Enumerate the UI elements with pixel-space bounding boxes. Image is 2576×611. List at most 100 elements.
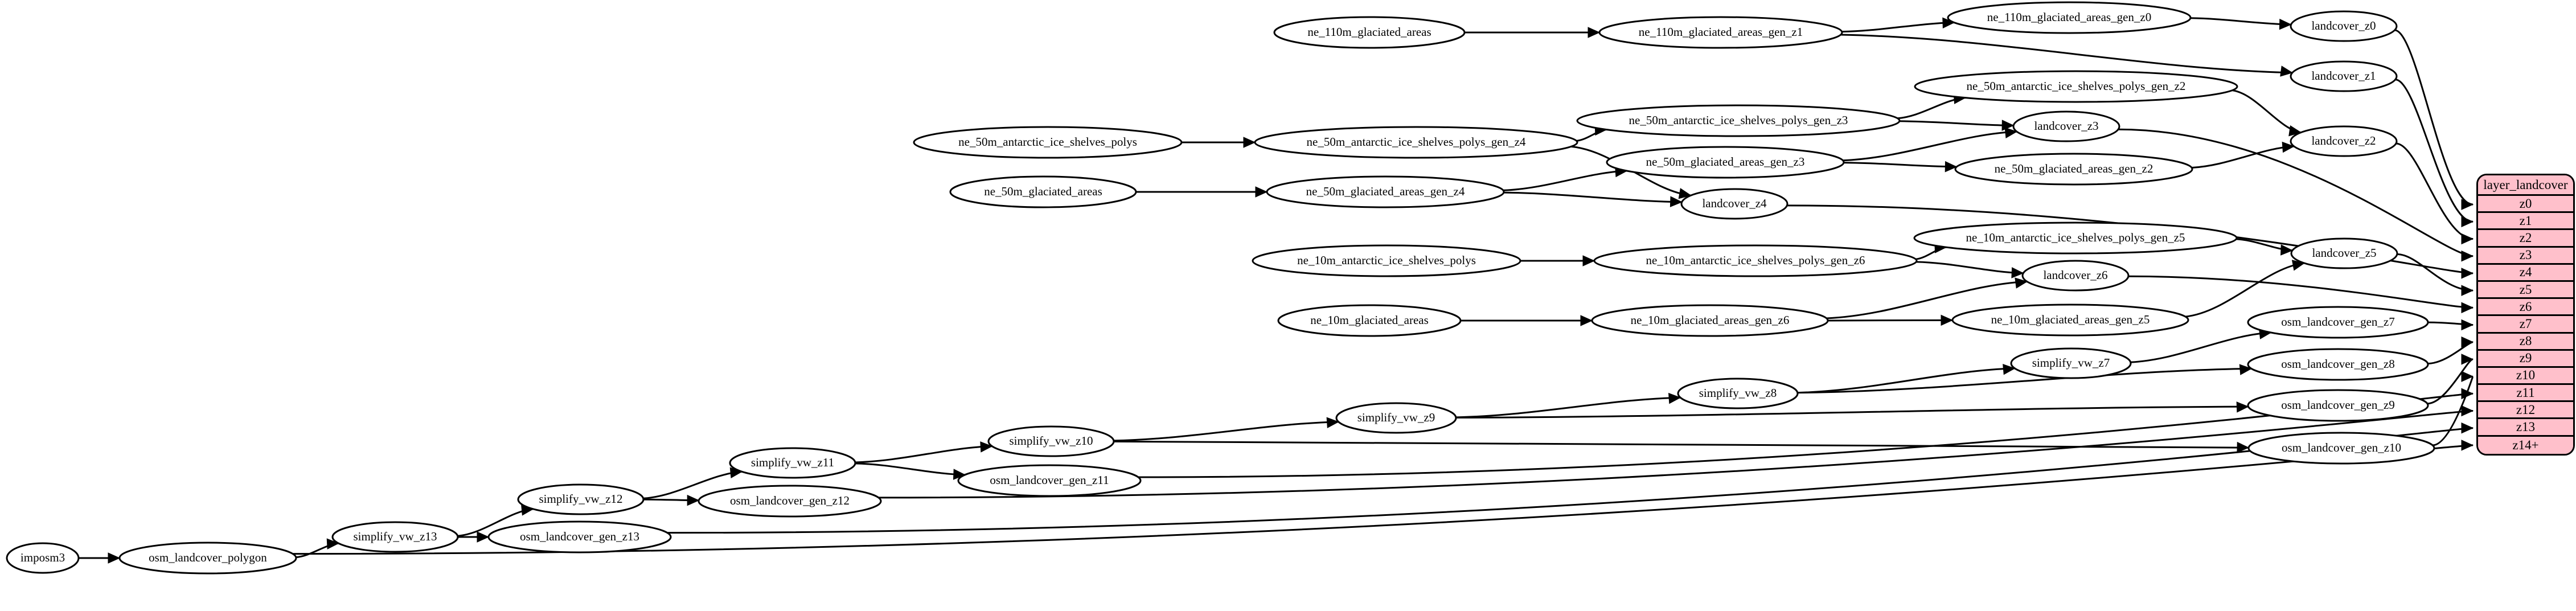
edge-arrowhead [2004, 127, 2018, 138]
record-row-z7[interactable]: z7 [2478, 316, 2573, 334]
node-landcover_z5[interactable]: landcover_z5 [2290, 237, 2398, 269]
edge-arrowhead [2461, 199, 2474, 210]
edge-ne_10m_glaciated_areas_gen_z6-to-ne_10m_glaciated_areas_gen_z5 [1827, 319, 1953, 322]
node-osm_landcover_gen_z7[interactable]: osm_landcover_gen_z7 [2247, 306, 2429, 339]
node-ne_50m_antarctic_ice_shelves_polys[interactable]: ne_50m_antarctic_ice_shelves_polys [913, 126, 1183, 159]
edge-ne_10m_glaciated_areas_gen_z5-to-landcover_z5 [2185, 262, 2305, 318]
node-shape-osm_landcover_gen_z9 [2247, 389, 2429, 422]
edge-ne_50m_glaciated_areas_gen_z2-to-landcover_z2 [2192, 145, 2294, 169]
node-osm_landcover_gen_z13[interactable]: osm_landcover_gen_z13 [487, 520, 672, 553]
record-row-z11[interactable]: z11 [2478, 385, 2573, 403]
edge-arrowhead [2236, 401, 2249, 413]
node-ne_110m_glaciated_areas_gen_z1[interactable]: ne_110m_glaciated_areas_gen_z1 [1598, 16, 1843, 49]
record-row-z10[interactable]: z10 [2478, 367, 2573, 386]
edge-arrowhead [2461, 285, 2474, 296]
record-row-z8[interactable]: z8 [2478, 333, 2573, 351]
node-label-ne_50m_glaciated_areas_gen_z4: ne_50m_glaciated_areas_gen_z4 [1306, 184, 1465, 198]
node-label-landcover_z0: landcover_z0 [2311, 19, 2376, 32]
edge-arrowhead [2461, 371, 2474, 382]
node-ne_50m_antarctic_ice_shelves_polys_gen_z3[interactable]: ne_50m_antarctic_ice_shelves_polys_gen_z… [1576, 104, 1901, 137]
node-simplify_vw_z11[interactable]: simplify_vw_z11 [729, 447, 856, 479]
node-osm_landcover_polygon[interactable]: osm_landcover_polygon [118, 542, 297, 575]
edge-arrowhead [326, 538, 339, 550]
node-landcover_z1[interactable]: landcover_z1 [2290, 60, 2398, 92]
node-shape-ne_10m_glaciated_areas_gen_z6 [1591, 304, 1829, 337]
node-simplify_vw_z9[interactable]: simplify_vw_z9 [1335, 402, 1457, 434]
node-simplify_vw_z7[interactable]: simplify_vw_z7 [2010, 347, 2132, 379]
edge-ne_50m_glaciated_areas_gen_z3-to-ne_50m_glaciated_areas_gen_z2 [1843, 162, 1957, 168]
node-label-osm_landcover_gen_z13: osm_landcover_gen_z13 [520, 530, 639, 543]
node-label-ne_50m_glaciated_areas: ne_50m_glaciated_areas [984, 184, 1102, 198]
node-shape-simplify_vw_z8 [1677, 378, 1799, 409]
node-landcover_z2[interactable]: landcover_z2 [2290, 125, 2398, 157]
node-simplify_vw_z13[interactable]: simplify_vw_z13 [331, 521, 459, 553]
node-ne_50m_glaciated_areas_gen_z3[interactable]: ne_50m_glaciated_areas_gen_z3 [1606, 146, 1845, 179]
node-landcover_z3[interactable]: landcover_z3 [2012, 110, 2120, 142]
node-shape-osm_landcover_gen_z8 [2247, 348, 2429, 381]
node-ne_50m_glaciated_areas_gen_z4[interactable]: ne_50m_glaciated_areas_gen_z4 [1266, 175, 1505, 208]
record-row-z13[interactable]: z13 [2478, 419, 2573, 437]
node-label-osm_landcover_gen_z11: osm_landcover_gen_z11 [990, 473, 1109, 487]
node-ne_10m_glaciated_areas_gen_z6[interactable]: ne_10m_glaciated_areas_gen_z6 [1591, 304, 1829, 337]
node-osm_landcover_gen_z11[interactable]: osm_landcover_gen_z11 [957, 464, 1142, 497]
node-ne_10m_antarctic_ice_shelves_polys[interactable]: ne_10m_antarctic_ice_shelves_polys [1252, 244, 1521, 277]
node-label-ne_10m_glaciated_areas: ne_10m_glaciated_areas [1310, 313, 1429, 327]
node-ne_110m_glaciated_areas_gen_z0[interactable]: ne_110m_glaciated_areas_gen_z0 [1947, 1, 2192, 34]
node-osm_landcover_gen_z9[interactable]: osm_landcover_gen_z9 [2247, 389, 2429, 422]
record-row-z14+[interactable]: z14+ [2478, 436, 2573, 454]
node-label-ne_10m_glaciated_areas_gen_z6: ne_10m_glaciated_areas_gen_z6 [1631, 313, 1790, 327]
node-osm_landcover_gen_z12[interactable]: osm_landcover_gen_z12 [698, 485, 882, 518]
edge-arrowhead [2282, 141, 2295, 153]
node-shape-ne_110m_glaciated_areas [1273, 16, 1466, 49]
edge-arrowhead [2280, 244, 2294, 256]
node-ne_50m_glaciated_areas[interactable]: ne_50m_glaciated_areas [949, 175, 1137, 208]
record-row-z6[interactable]: z6 [2478, 299, 2573, 317]
node-landcover_z6[interactable]: landcover_z6 [2021, 260, 2130, 292]
node-simplify_vw_z12[interactable]: simplify_vw_z12 [517, 483, 645, 515]
edge-arrowhead [1945, 161, 1958, 173]
node-landcover_z4[interactable]: landcover_z4 [1680, 188, 1789, 220]
node-landcover_z0[interactable]: landcover_z0 [2290, 10, 2398, 42]
node-shape-ne_10m_antarctic_ice_shelves_polys_gen_z5 [1913, 222, 2238, 255]
node-label-osm_landcover_gen_z10: osm_landcover_gen_z10 [2282, 441, 2401, 454]
record-row-z3[interactable]: z3 [2478, 247, 2573, 265]
record-row-z1[interactable]: z1 [2478, 213, 2573, 231]
node-ne_50m_antarctic_ice_shelves_polys_gen_z4[interactable]: ne_50m_antarctic_ice_shelves_polys_gen_z… [1254, 126, 1578, 159]
node-shape-osm_landcover_polygon [118, 542, 297, 575]
record-row-z12[interactable]: z12 [2478, 402, 2573, 420]
node-imposm3[interactable]: imposm3 [6, 542, 80, 574]
record-row-z4[interactable]: z4 [2478, 264, 2573, 282]
node-ne_50m_glaciated_areas_gen_z2[interactable]: ne_50m_glaciated_areas_gen_z2 [1954, 153, 2193, 186]
node-label-ne_10m_glaciated_areas_gen_z5: ne_10m_glaciated_areas_gen_z5 [1991, 313, 2150, 326]
record-row-z2[interactable]: z2 [2478, 230, 2573, 248]
node-ne_110m_glaciated_areas[interactable]: ne_110m_glaciated_areas [1273, 16, 1466, 49]
record-title: layer_landcover [2478, 175, 2573, 196]
node-shape-ne_50m_antarctic_ice_shelves_polys_gen_z3 [1576, 104, 1901, 137]
node-simplify_vw_z8[interactable]: simplify_vw_z8 [1677, 378, 1799, 409]
record-row-z0[interactable]: z0 [2478, 196, 2573, 214]
edge-ne_10m_glaciated_areas_gen_z6-to-landcover_z6 [1826, 280, 2027, 319]
node-shape-ne_50m_antarctic_ice_shelves_polys_gen_z2 [1914, 70, 2238, 103]
node-osm_landcover_gen_z10[interactable]: osm_landcover_gen_z10 [2247, 432, 2435, 465]
node-ne_10m_antarctic_ice_shelves_polys_gen_z6[interactable]: ne_10m_antarctic_ice_shelves_polys_gen_z… [1593, 244, 1918, 277]
node-ne_10m_glaciated_areas_gen_z5[interactable]: ne_10m_glaciated_areas_gen_z5 [1951, 304, 2189, 337]
edge-ne_10m_antarctic_ice_shelves_polys_gen_z6-to-landcover_z6 [1916, 261, 2024, 274]
edge-arrowhead [1941, 314, 1954, 326]
node-shape-landcover_z3 [2012, 110, 2120, 142]
record-row-z9[interactable]: z9 [2478, 350, 2573, 368]
node-osm_landcover_gen_z8[interactable]: osm_landcover_gen_z8 [2247, 348, 2429, 381]
edge-ne_50m_glaciated_areas_gen_z3-to-landcover_z3 [1843, 130, 2017, 162]
node-shape-ne_50m_antarctic_ice_shelves_polys [913, 126, 1183, 159]
node-ne_10m_glaciated_areas[interactable]: ne_10m_glaciated_areas [1277, 304, 1462, 337]
node-ne_10m_antarctic_ice_shelves_polys_gen_z5[interactable]: ne_10m_antarctic_ice_shelves_polys_gen_z… [1913, 222, 2238, 255]
node-ne_50m_antarctic_ice_shelves_polys_gen_z2[interactable]: ne_50m_antarctic_ice_shelves_polys_gen_z… [1914, 70, 2238, 103]
node-shape-landcover_z5 [2290, 237, 2398, 269]
node-simplify_vw_z10[interactable]: simplify_vw_z10 [987, 425, 1115, 457]
edge-arrowhead [2280, 65, 2294, 77]
node-shape-simplify_vw_z13 [331, 521, 459, 553]
node-label-simplify_vw_z7: simplify_vw_z7 [2032, 356, 2110, 370]
edge-arrowhead [2011, 267, 2024, 278]
record-row-z5[interactable]: z5 [2478, 281, 2573, 300]
